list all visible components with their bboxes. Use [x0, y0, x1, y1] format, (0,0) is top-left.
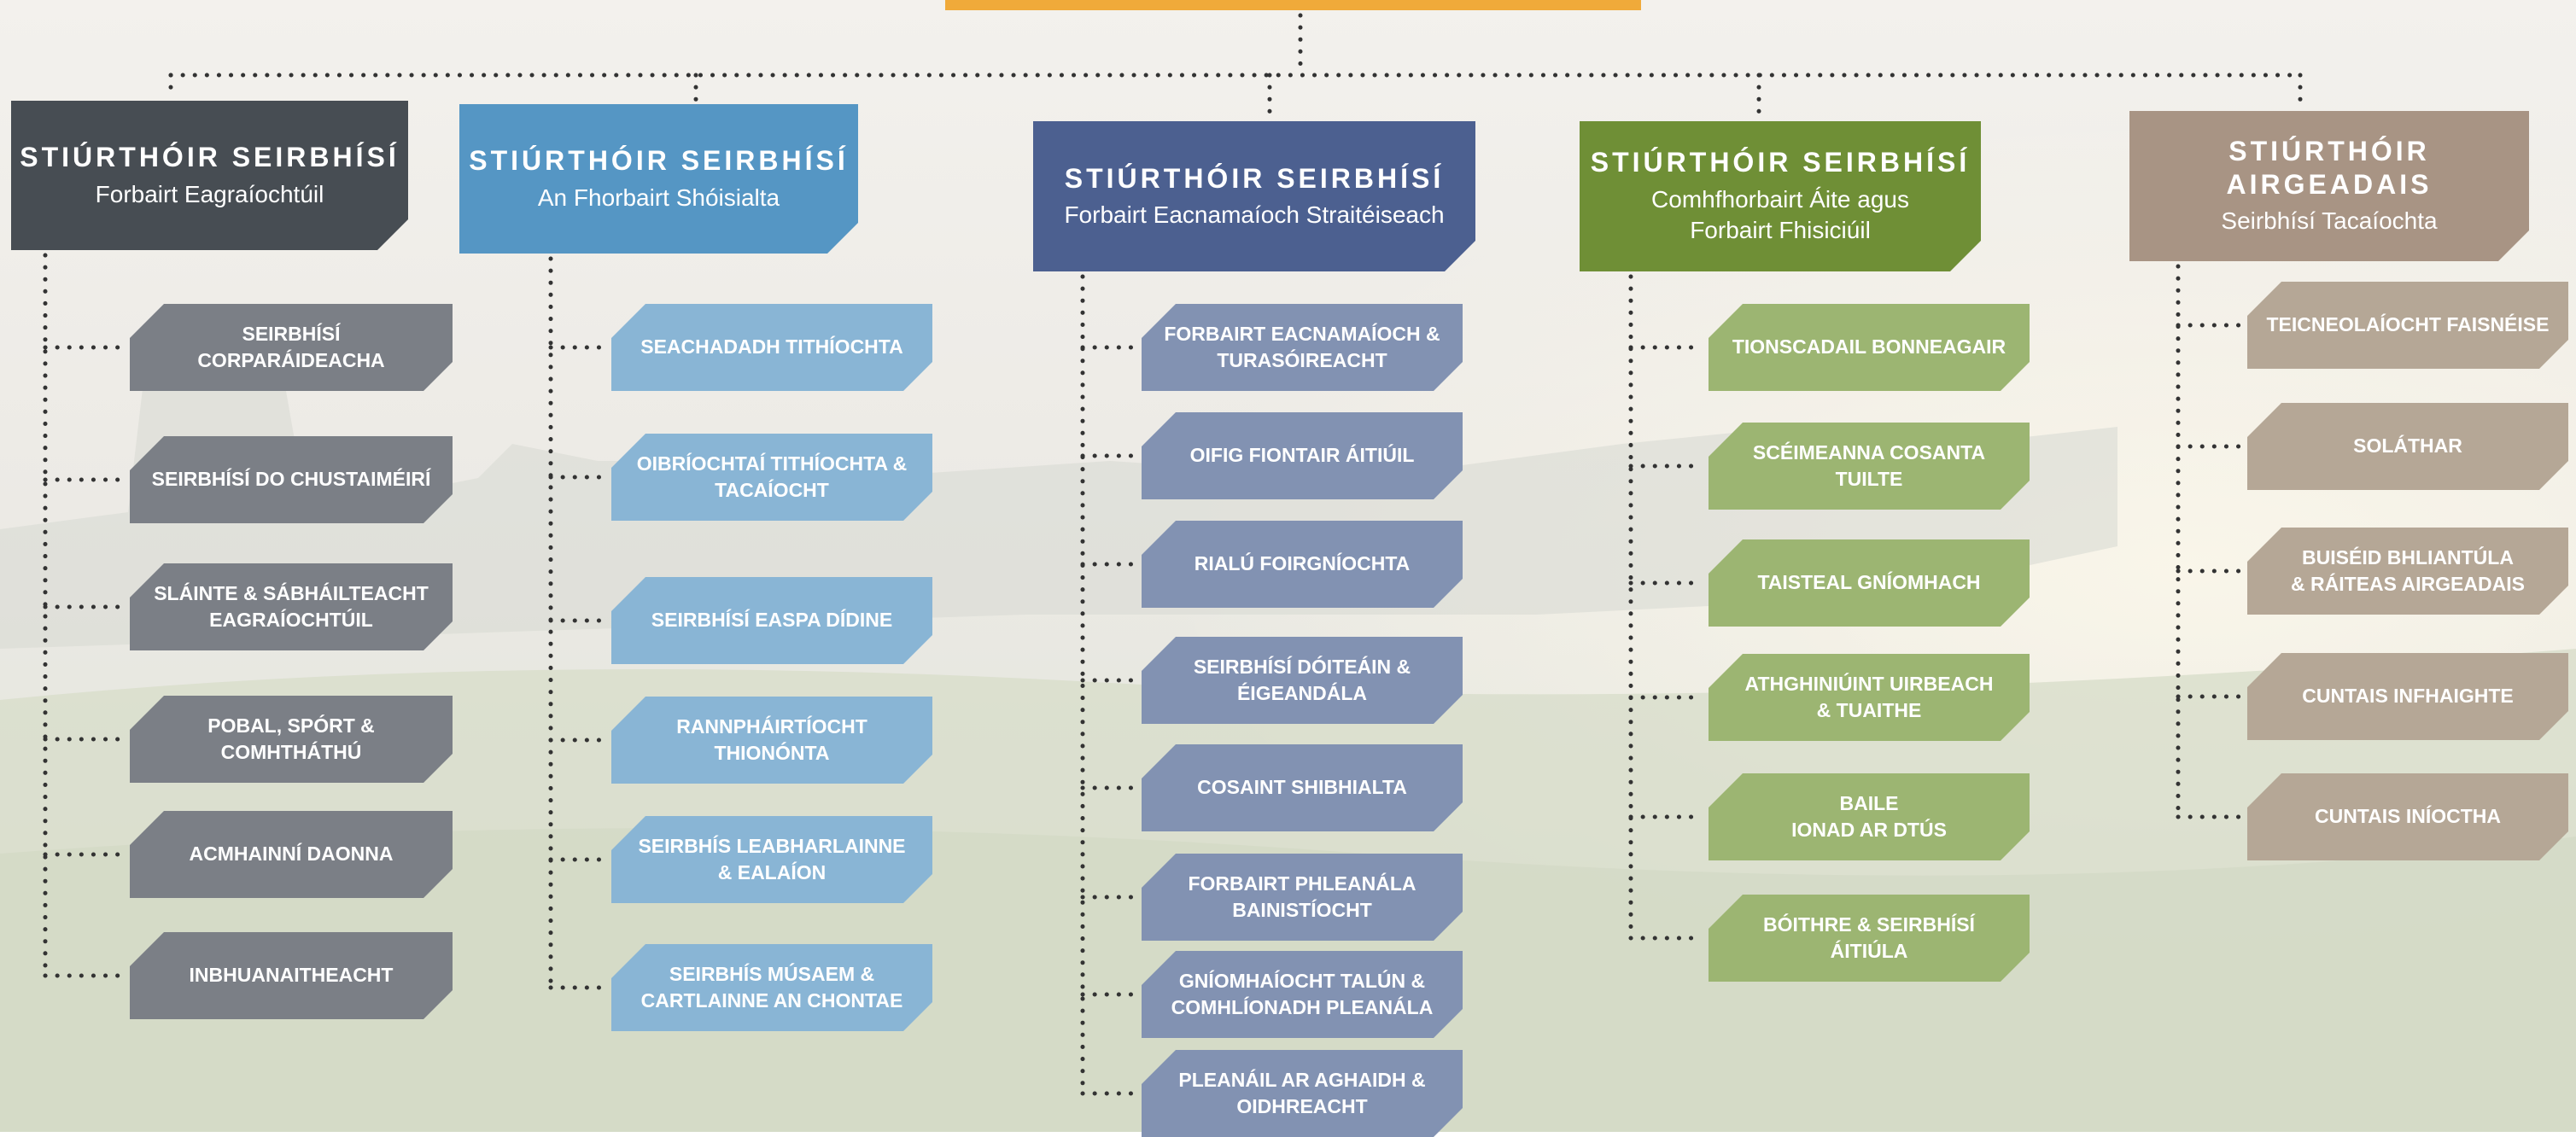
director-subtitle: Comhfhorbairt Áite agus Forbairt Fhisici…: [1651, 185, 1909, 244]
unit-box: SEIRBHÍSÍ DÓITEÁIN & ÉIGEANDÁLA: [1142, 637, 1463, 724]
unit-box: FORBAIRT EACNAMAÍOCH & TURASÓIREACHT: [1142, 304, 1463, 391]
director-subtitle: Seirbhísí Tacaíochta: [2221, 207, 2438, 235]
unit-box: ATHGHINIÚINT UIRBEACH & TUAITHE: [1709, 654, 2030, 741]
unit-box: SEIRBHÍS MÚSAEM & CARTLAINNE AN CHONTAE: [611, 944, 932, 1031]
unit-box: SEIRBHÍSÍ EASPA DÍDINE: [611, 577, 932, 664]
unit-box: SLÁINTE & SÁBHÁILTEACHT EAGRAÍOCHTÚIL: [130, 563, 453, 650]
director-box: STIÚRTHÓIR AIRGEADAIS Seirbhísí Tacaíocht…: [2129, 111, 2529, 261]
unit-box: TEICNEOLAÍOCHT FAISNÉISE: [2247, 282, 2568, 369]
unit-box: SEACHADADH TITHÍOCHTA: [611, 304, 932, 391]
unit-box: RIALÚ FOIRGNÍOCHTA: [1142, 521, 1463, 608]
unit-box: TAISTEAL GNÍOMHACH: [1709, 539, 2030, 627]
director-box: STIÚRTHÓIR SEIRBHÍSÍ Comhfhorbairt Áite a…: [1580, 121, 1981, 271]
unit-box: TIONSCADAIL BONNEAGAIR: [1709, 304, 2030, 391]
director-subtitle: An Fhorbairt Shóisialta: [537, 184, 780, 211]
director-title: STIÚRTHÓIR SEIRBHÍSÍ: [469, 145, 849, 177]
unit-box: CUNTAIS INFHAIGHTE: [2247, 653, 2568, 740]
unit-box: CUNTAIS INÍOCTHA: [2247, 773, 2568, 860]
director-box: STIÚRTHÓIR SEIRBHÍSÍ Forbairt Eacnamaíoch…: [1033, 121, 1475, 271]
unit-box: COSAINT SHIBHIALTA: [1142, 744, 1463, 831]
unit-box: OIBRÍOCHTAÍ TITHÍOCHTA & TACAÍOCHT: [611, 434, 932, 521]
unit-box: OIFIG FIONTAIR ÁITIÚIL: [1142, 412, 1463, 499]
director-title: STIÚRTHÓIR SEIRBHÍSÍ: [1590, 147, 1971, 178]
unit-box: GNÍOMHAÍOCHT TALÚN & COMHLÍONADH PLEANÁL…: [1142, 951, 1463, 1038]
director-title: STIÚRTHÓIR SEIRBHÍSÍ: [1064, 162, 1445, 194]
unit-box: BUISÉID BHLIANTÚLA & RÁITEAS AIRGEADAIS: [2247, 528, 2568, 615]
director-subtitle: Forbairt Eacnamaíoch Straitéiseach: [1064, 201, 1445, 228]
unit-box: RANNPHÁIRTÍOCHT THIONÓNTA: [611, 697, 932, 784]
unit-box: ACMHAINNÍ DAONNA: [130, 811, 453, 898]
top-accent-bar: [945, 0, 1641, 10]
director-subtitle: Forbairt Eagraíochtúil: [95, 180, 324, 207]
unit-box: POBAL, SPÓRT & COMHTHÁTHÚ: [130, 696, 453, 783]
director-box: STIÚRTHÓIR SEIRBHÍSÍ An Fhorbairt Shóisia…: [459, 104, 858, 254]
unit-box: FORBAIRT PHLEANÁLA BAINISTÍOCHT: [1142, 854, 1463, 941]
director-title: STIÚRTHÓIR SEIRBHÍSÍ: [20, 142, 400, 173]
unit-box: SCÉIMEANNA COSANTA TUILTE: [1709, 423, 2030, 510]
unit-box: SEIRBHÍS LEABHARLAINNE & EALAÍON: [611, 816, 932, 903]
unit-box: SEIRBHÍSÍ DO CHUSTAIMÉIRÍ: [130, 436, 453, 523]
director-box: STIÚRTHÓIR SEIRBHÍSÍ Forbairt Eagraíochtú…: [11, 101, 408, 250]
unit-box: SEIRBHÍSÍ CORPARÁIDEACHA: [130, 304, 453, 391]
unit-box: PLEANÁIL AR AGHAIDH & OIDHREACHT: [1142, 1050, 1463, 1137]
unit-box: BAILE IONAD AR DTÚS: [1709, 773, 2030, 860]
unit-box: BÓITHRE & SEIRBHÍSÍ ÁITIÚLA: [1709, 895, 2030, 982]
director-title: STIÚRTHÓIR AIRGEADAIS: [2226, 136, 2433, 200]
unit-box: SOLÁTHAR: [2247, 403, 2568, 490]
unit-box: INBHUANAITHEACHT: [130, 932, 453, 1019]
